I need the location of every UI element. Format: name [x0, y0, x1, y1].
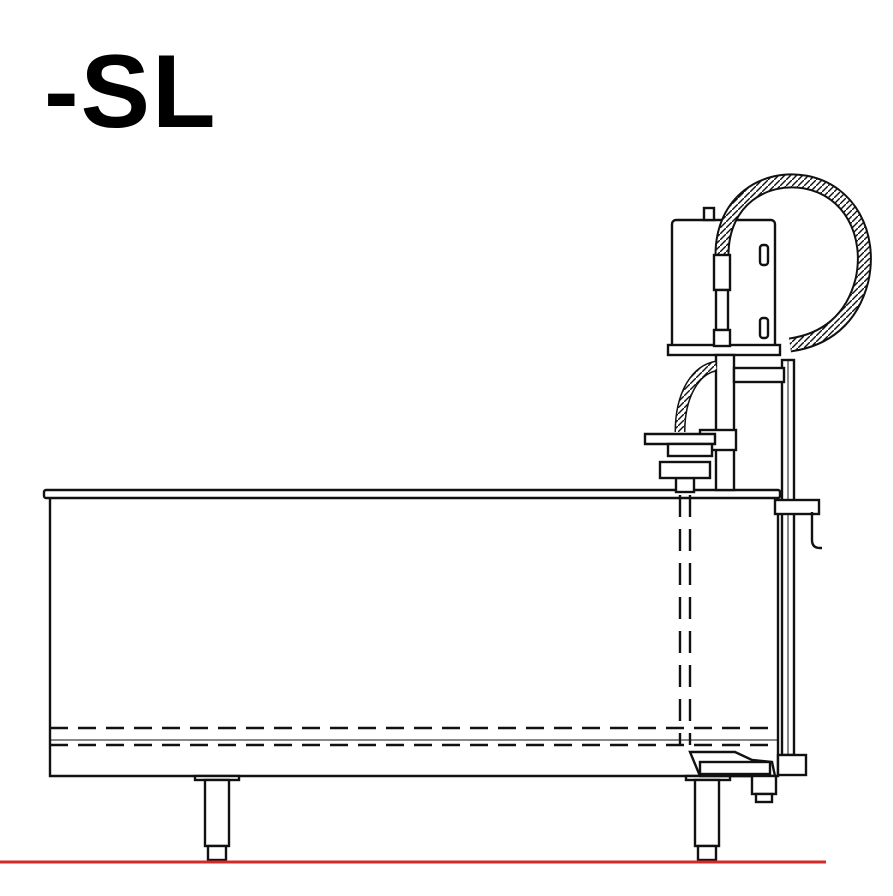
- outlet-pipes: [643, 353, 786, 492]
- drain-assembly: [688, 750, 778, 804]
- right-leg: [684, 774, 732, 862]
- submerged-pipe: [658, 460, 712, 745]
- large-braided-hose: [712, 173, 872, 353]
- tank-body: [42, 488, 782, 778]
- left-leg: [193, 774, 241, 862]
- support-post: [773, 358, 822, 777]
- model-suffix-title: -SL: [44, 34, 218, 150]
